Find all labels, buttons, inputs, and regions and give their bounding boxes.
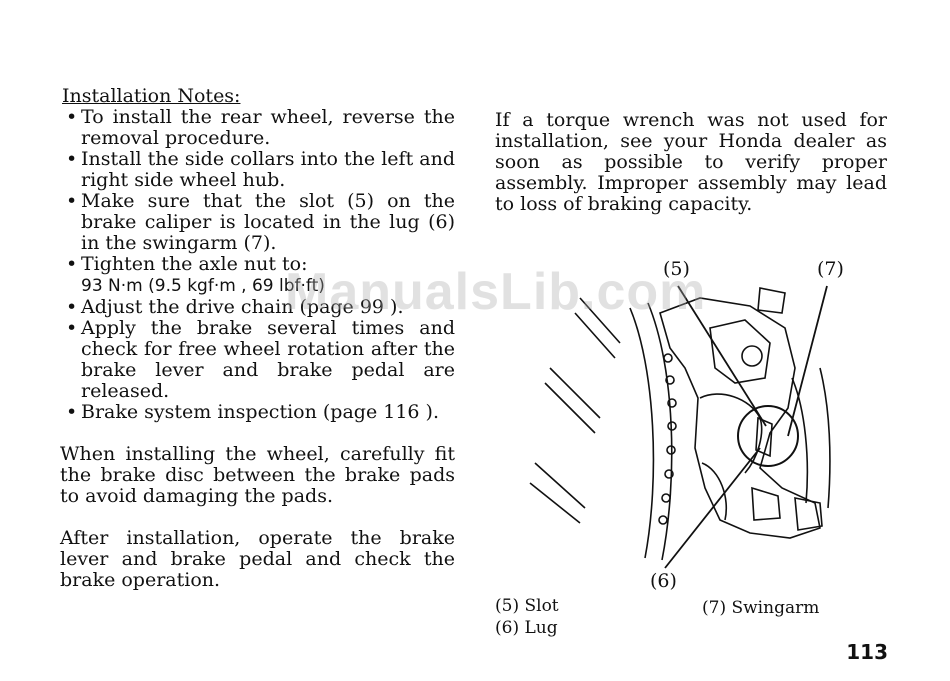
note-item: •Install the side collars into the left … [66, 148, 455, 191]
torque-wrench-note: If a torque wrench was not used for inst… [495, 109, 887, 215]
callout-lug: (6) [650, 570, 677, 592]
note-item: •Brake system inspection (page 116 ). [66, 401, 439, 423]
installation-notes-heading: Installation Notes: [62, 85, 241, 107]
page-number: 113 [846, 640, 888, 664]
bullet-icon: • [66, 190, 78, 212]
legend-lug: (6) Lug [495, 618, 558, 638]
note-item: •Make sure that the slot (5) on the brak… [66, 190, 455, 254]
bullet-icon: • [66, 296, 78, 318]
legend-slot: (5) Slot [495, 596, 559, 616]
figure-legend-left: (5) Slot (6) Lug [495, 595, 559, 639]
installation-notes-column: Installation Notes: •To install the rear… [60, 86, 455, 591]
watermark: ManualsLib.com [285, 263, 707, 321]
torque-spec: 93 N·m (9.5 kgf·m , 69 lbf·ft) [81, 276, 325, 296]
callout-slot: (5) [663, 258, 690, 280]
bullet-icon: • [66, 317, 78, 339]
installation-notes-list: •To install the rear wheel, reverse the … [60, 107, 455, 423]
bullet-icon: • [66, 253, 78, 275]
note-item: •Adjust the drive chain (page 99 ). [66, 296, 404, 318]
note-item: •To install the rear wheel, reverse the … [66, 106, 455, 149]
note-item: •Apply the brake several times and check… [66, 317, 455, 402]
wheel-installation-paragraph: When installing the wheel, carefully fit… [60, 443, 455, 507]
after-installation-paragraph: After installation, operate the brake le… [60, 527, 455, 591]
bullet-icon: • [66, 401, 78, 423]
bullet-icon: • [66, 106, 78, 128]
callout-swingarm: (7) [817, 258, 844, 280]
note-item: •Tighten the axle nut to:93 N·m (9.5 kgf… [66, 253, 325, 297]
brake-caliper-illustration [529, 285, 831, 569]
legend-swingarm: (7) Swingarm [702, 598, 820, 618]
bullet-icon: • [66, 148, 78, 170]
